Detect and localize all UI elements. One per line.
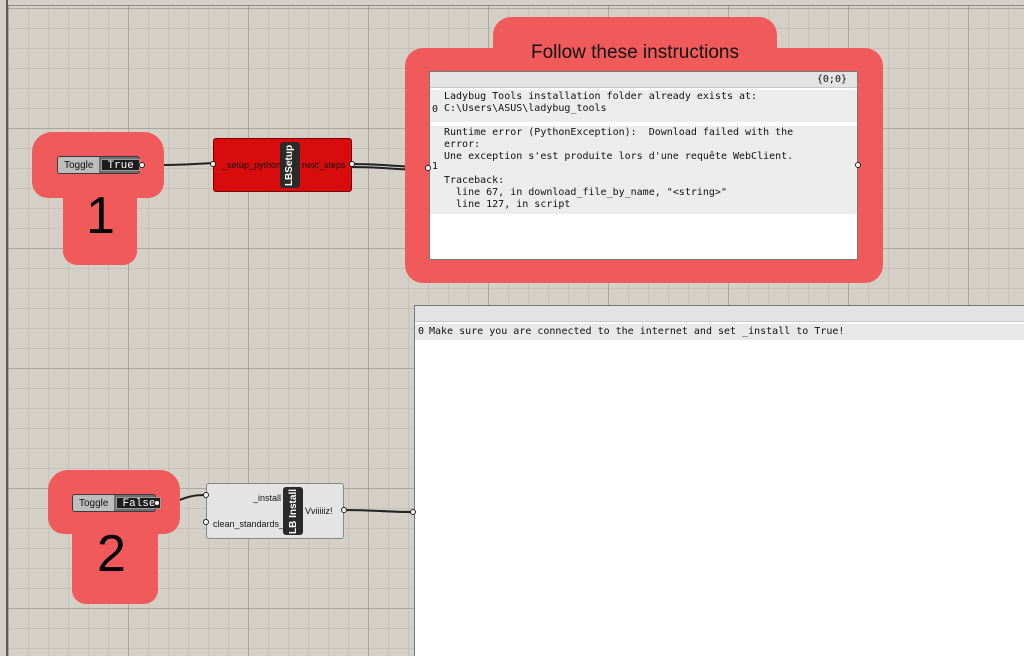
lbsetup-input-grip[interactable]: [210, 161, 216, 167]
toggle-1[interactable]: Toggle True: [57, 156, 140, 174]
toggle-2-output-grip[interactable]: [154, 500, 160, 506]
lbinstall-output[interactable]: Vviiiiiz!: [305, 506, 333, 516]
panel-1-index-0: 0: [432, 104, 439, 115]
toggle-2-label: Toggle: [73, 495, 115, 511]
panel-1-output-grip[interactable]: [855, 162, 861, 168]
lbinstall-output-grip[interactable]: [341, 507, 347, 513]
toggle-1-value[interactable]: True: [101, 159, 140, 172]
lbinstall-input-clean-standards[interactable]: clean_standards_: [213, 519, 285, 529]
canvas-left-edge: [0, 0, 8, 656]
panel-install-output[interactable]: 0 Make sure you are connected to the int…: [414, 305, 1024, 656]
instructions-title: Follow these instructions: [530, 42, 740, 63]
lbsetup-output-grip[interactable]: [349, 161, 355, 167]
lbsetup-name-label: LBSetup: [284, 144, 296, 186]
wire-lbinstall-panel2: [343, 509, 415, 513]
lbsetup-input-setup-python[interactable]: _setup_python: [222, 160, 282, 170]
lbinstall-name-label: LB Install: [287, 488, 299, 534]
lbsetup-output-next-steps[interactable]: next_steps: [302, 160, 346, 170]
panel-2-item-0: Make sure you are connected to the inter…: [429, 326, 845, 337]
panel-2-index-0: 0: [418, 326, 425, 337]
toggle-2-value[interactable]: False: [116, 497, 162, 510]
panel-next-steps[interactable]: {0;0} 0 Ladybug Tools installation folde…: [429, 71, 858, 260]
lbinstall-component[interactable]: _install clean_standards_ LB Install Vvi…: [206, 483, 344, 539]
group-1-number: 1: [86, 187, 115, 245]
lbinstall-input2-grip[interactable]: [203, 519, 209, 525]
lbinstall-input-install[interactable]: _install: [253, 493, 282, 503]
panel-1-index-1: 1: [432, 161, 439, 172]
toggle-1-output-grip[interactable]: [139, 162, 145, 168]
lbinstall-input1-grip[interactable]: [203, 492, 209, 498]
panel-1-item-0: Ladybug Tools installation folder alread…: [444, 91, 758, 114]
lbinstall-name: LB Install: [283, 487, 303, 535]
panel-1-input-grip[interactable]: [425, 165, 431, 171]
panel-2-input-grip[interactable]: [410, 509, 416, 515]
toggle-1-label: Toggle: [58, 157, 100, 173]
lbsetup-name: LBSetup: [280, 142, 300, 188]
panel-1-item-1: Runtime error (PythonException): Downloa…: [444, 127, 794, 210]
panel-1-path: {0;0}: [816, 74, 847, 85]
canvas-top-edge: [0, 0, 1024, 6]
group-2-number: 2: [97, 525, 126, 583]
toggle-2[interactable]: Toggle False: [72, 494, 162, 512]
lbsetup-component[interactable]: _setup_python LBSetup next_steps: [213, 138, 352, 192]
